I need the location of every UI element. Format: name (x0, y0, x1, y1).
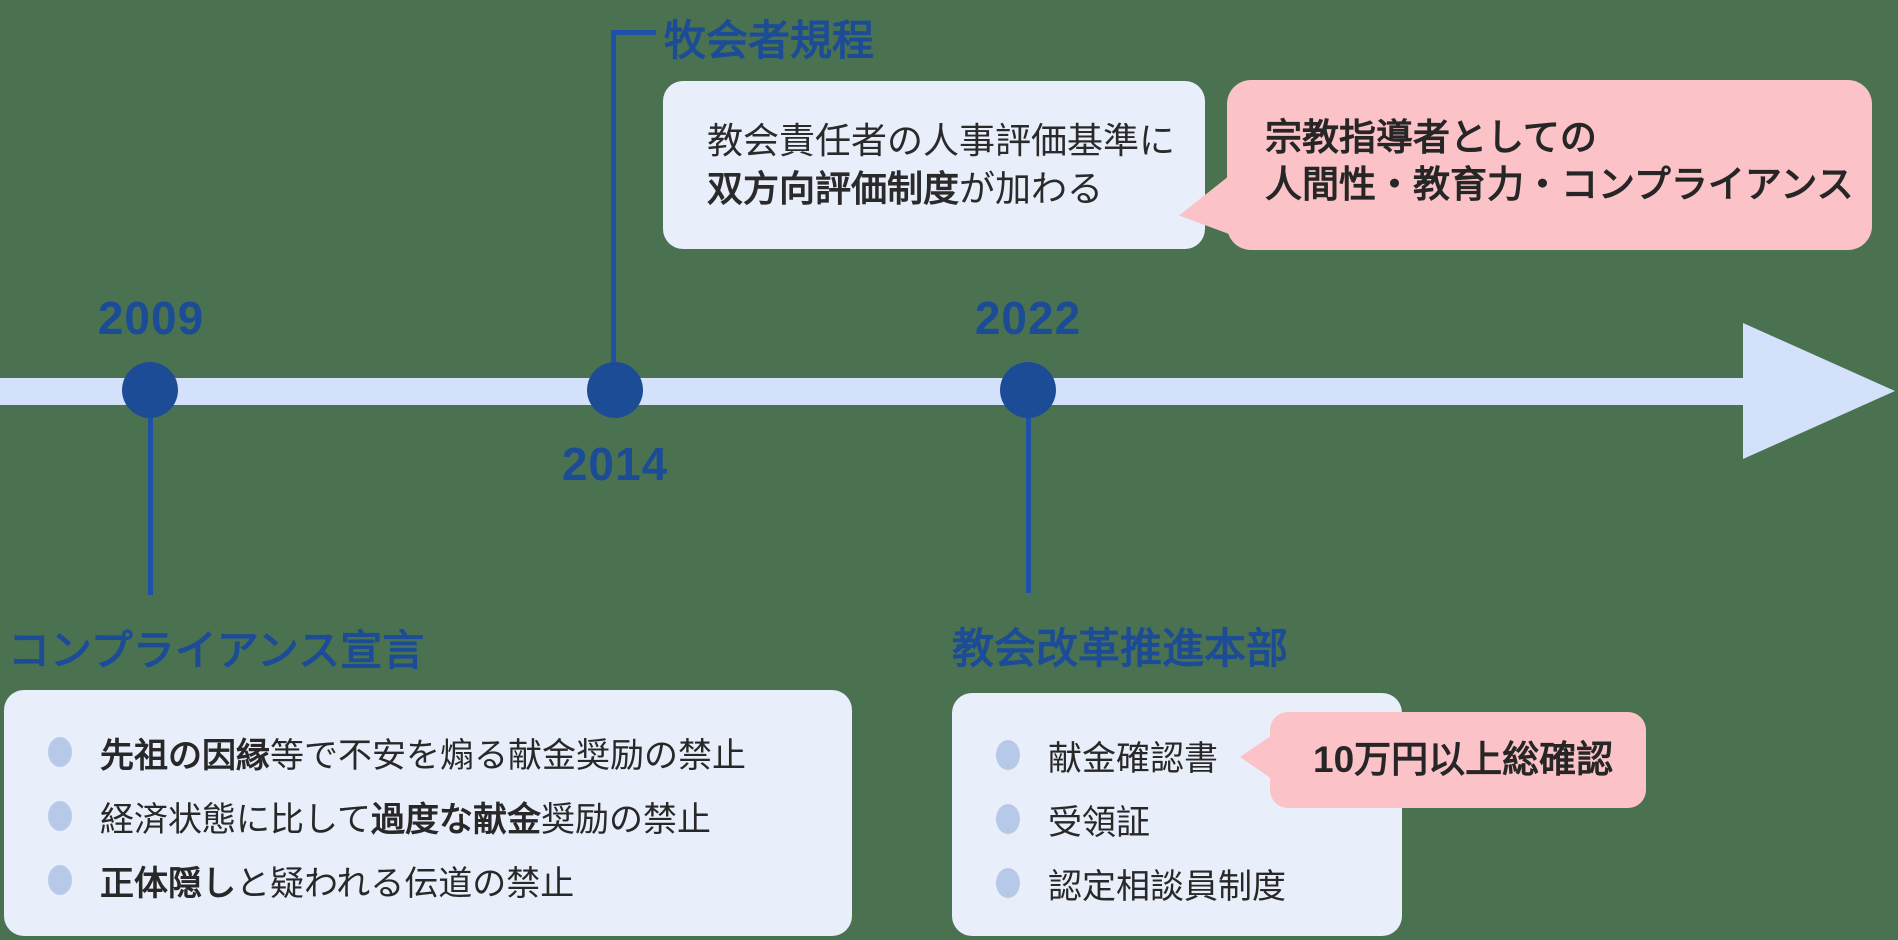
timeline-node-2009 (122, 362, 178, 418)
card-2014-line2-bold: 双方向評価制度 (707, 168, 960, 209)
bullet-icon (996, 868, 1020, 898)
list-item: 経済状態に比して過度な献金奨励の禁止 (4, 784, 852, 848)
bullet-icon (996, 804, 1020, 834)
list-item-text: 経済状態に比して過度な献金奨励の禁止 (100, 792, 711, 841)
card-2014-line2-rest: が加わる (959, 168, 1104, 209)
list-item-rest: と疑われる伝道の禁止 (236, 864, 575, 903)
event-title-2022: 教会改革推進本部 (952, 625, 1289, 672)
list-item: 先祖の因縁等で不安を煽る献金奨励の禁止 (4, 720, 852, 784)
year-label-2009: 2009 (97, 292, 205, 344)
timeline-axis (0, 378, 1766, 405)
connector-2014 (611, 30, 616, 390)
list-item: 正体隠しと疑われる伝道の禁止 (4, 848, 852, 912)
bullet-icon (48, 865, 72, 895)
event-title-2009: コンプライアンス宣言 (8, 627, 425, 674)
list-item-rest: 奨励の禁止 (540, 800, 711, 839)
list-item: 献金確認書 (952, 723, 1402, 787)
timeline-node-2022 (1000, 362, 1056, 418)
event-title-2014: 牧会者規程 (664, 17, 875, 64)
leader-callout: 宗教指導者としての 人間性・教育力・コンプライアンス (1227, 80, 1872, 250)
list-item-bold: 先祖の因縁 (100, 736, 270, 775)
list-item: 受領証 (952, 787, 1402, 851)
list-item-text: 正体隠しと疑われる伝道の禁止 (100, 856, 574, 905)
timeline-arrowhead (1743, 323, 1895, 459)
leader-callout-line1: 宗教指導者としての (1265, 117, 1597, 158)
list-item-pre: 経済状態に比して (100, 800, 371, 839)
donation-callout: 10万円以上総確認 (1270, 712, 1646, 808)
card-2014-line2: 双方向評価制度が加わる (707, 165, 1205, 213)
card-2014-details: 教会責任者の人事評価基準に 双方向評価制度が加わる (663, 81, 1205, 249)
bullet-icon (48, 801, 72, 831)
list-item-bold: 過度な献金 (370, 800, 541, 839)
leader-callout-line2: 人間性・教育力・コンプライアンス (1265, 164, 1854, 205)
list-item-bold: 正体隠し (100, 864, 236, 903)
card-2014-line1: 教会責任者の人事評価基準に (707, 117, 1205, 165)
list-item-text: 献金確認書 (1048, 739, 1218, 778)
bullet-icon (996, 740, 1020, 770)
list-item-rest: 等で不安を煽る献金奨励の禁止 (270, 736, 746, 775)
timeline-node-2014 (587, 362, 643, 418)
list-item-text: 認定相談員制度 (1048, 867, 1286, 906)
card-2009-details: 先祖の因縁等で不安を煽る献金奨励の禁止 経済状態に比して過度な献金奨励の禁止 正… (4, 690, 852, 936)
bullet-icon (48, 737, 72, 767)
list-item: 認定相談員制度 (952, 851, 1402, 915)
list-item-text: 先祖の因縁等で不安を煽る献金奨励の禁止 (100, 728, 746, 777)
year-label-2022: 2022 (974, 292, 1082, 344)
connector-2009 (148, 390, 153, 595)
year-label-2014: 2014 (561, 438, 669, 490)
list-item-text: 受領証 (1048, 803, 1150, 842)
card-2014-line1-text: 教会責任者の人事評価基準に (707, 120, 1176, 161)
connector-2022 (1026, 390, 1031, 593)
connector-2014-elbow (611, 30, 656, 35)
